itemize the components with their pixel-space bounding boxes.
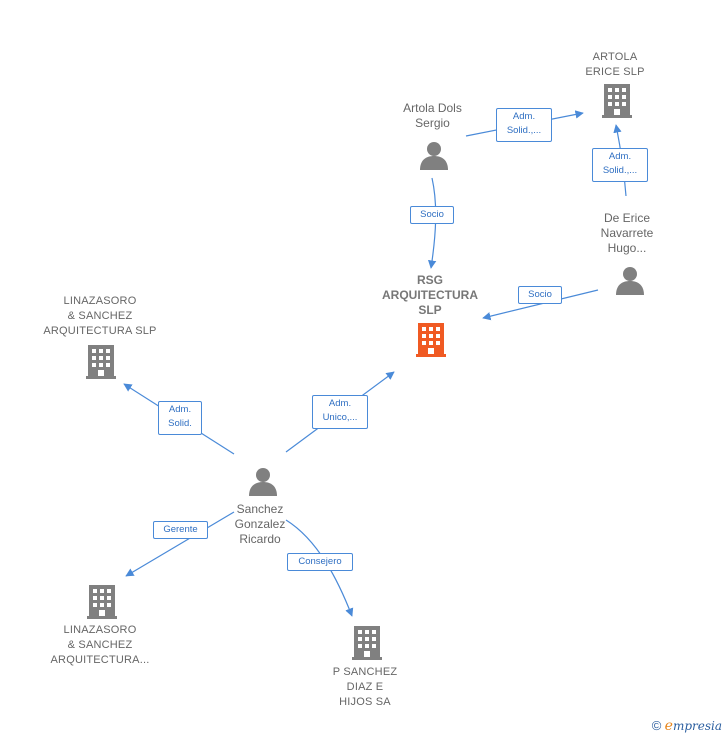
node-label-de-erice[interactable]: De Erice Navarrete Hugo... (600, 211, 654, 255)
edge-label-e3[interactable]: Socio (410, 206, 454, 224)
edge-label-e2[interactable]: Adm. Solid.,... (592, 148, 648, 182)
node-label-linazasoro-bottom[interactable]: LINAZASORO & SANCHEZ ARQUITECTURA... (50, 624, 150, 666)
node-label-linazasoro-top[interactable]: LINAZASORO & SANCHEZ ARQUITECTURA SLP (43, 295, 157, 337)
edge-label-e7[interactable]: Gerente (153, 521, 208, 539)
building-icon[interactable] (416, 322, 448, 358)
node-label-artola-dols[interactable]: Artola Dols Sergio (403, 101, 462, 130)
node-label-sanchez[interactable]: Sanchez Gonzalez Ricardo (234, 502, 286, 546)
node-label-p-sanchez[interactable]: P SANCHEZ DIAZ E HIJOS SA (332, 666, 398, 708)
brand-first-letter: e (664, 718, 673, 734)
edge-label-e8[interactable]: Consejero (287, 553, 353, 571)
edge-line-e7 (125, 511, 235, 577)
building-icon[interactable] (352, 625, 384, 661)
edge-line-e4 (482, 289, 599, 321)
person-icon[interactable] (248, 466, 278, 496)
edge-label-e6[interactable]: Adm. Unico,... (312, 395, 368, 429)
edge-label-e4[interactable]: Socio (518, 286, 562, 304)
building-icon[interactable] (87, 584, 119, 620)
edge-label-e1[interactable]: Adm. Solid.,... (496, 108, 552, 142)
node-label-artola-erice[interactable]: ARTOLA ERICE SLP (585, 51, 645, 78)
copyright-icon: © (651, 718, 662, 733)
edge-label-e5[interactable]: Adm. Solid. (158, 401, 202, 435)
person-icon[interactable] (615, 265, 645, 295)
brand-logo: © empresia (652, 718, 722, 734)
building-icon[interactable] (602, 83, 634, 119)
brand-name: mpresia (672, 719, 722, 733)
node-label-rsg[interactable]: RSG ARQUITECTURA SLP (382, 273, 478, 317)
person-icon[interactable] (419, 140, 449, 170)
building-icon[interactable] (86, 344, 118, 380)
